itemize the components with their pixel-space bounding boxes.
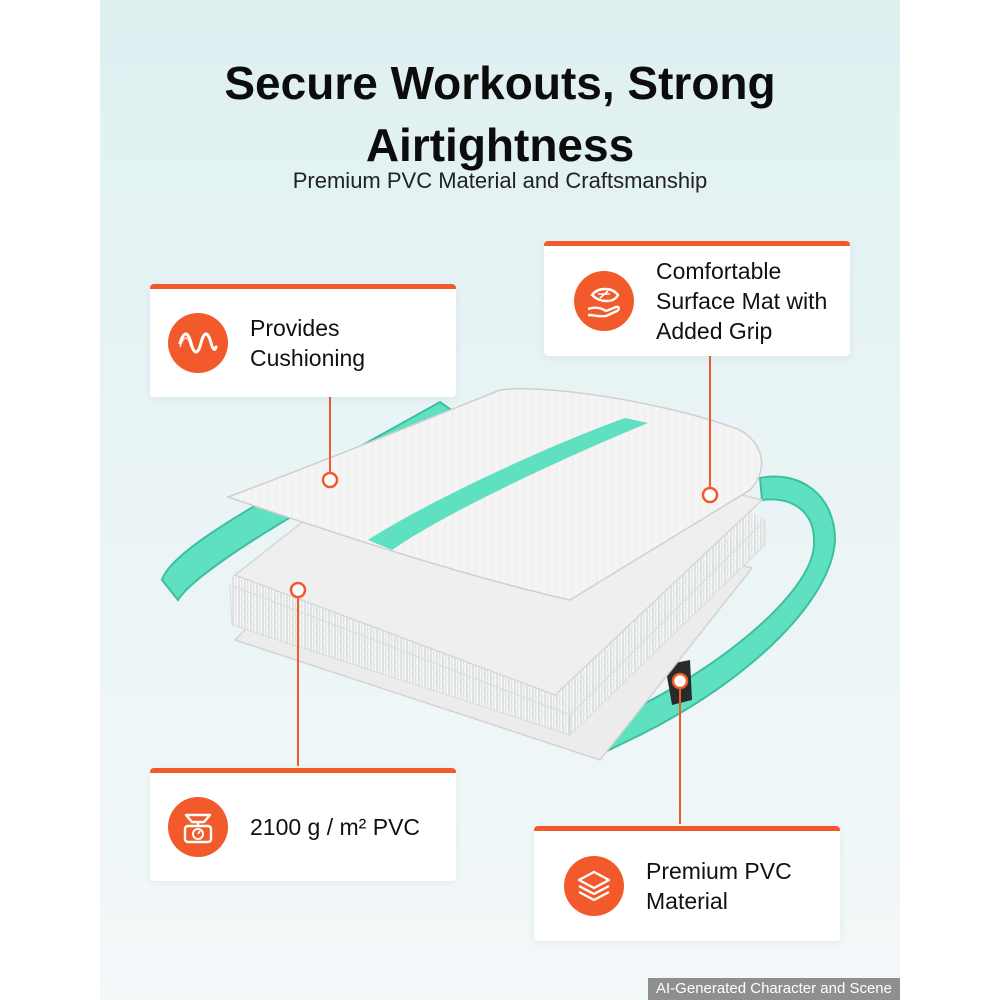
- mint-stripe: [368, 418, 648, 550]
- title-line-1: Secure Workouts, Strong: [224, 57, 776, 109]
- weighing-scale-icon: [168, 797, 228, 857]
- ai-generated-notice: AI-Generated Character and Scene: [648, 978, 900, 1000]
- hand-mat-grip-icon: [574, 271, 634, 331]
- top-surface-mat: [225, 388, 763, 601]
- product-panel: Secure Workouts, Strong Airtightness Pre…: [100, 0, 900, 1000]
- callout-label: 2100 g / m² PVC: [250, 814, 421, 840]
- callout-label: Premium PVC Material: [646, 858, 792, 914]
- wave-spring-icon: [168, 313, 228, 373]
- callout-pvc-weight: 2100 g / m² PVC: [150, 768, 456, 881]
- callout-label: Comfortable Surface Mat with Added Grip: [656, 258, 828, 344]
- callout-surface-grip: Comfortable Surface Mat with Added Grip: [544, 241, 850, 356]
- page-title: Secure Workouts, Strong Airtightness: [100, 52, 900, 176]
- title-line-2: Airtightness: [365, 119, 635, 171]
- callout-pvc-material: Premium PVC Material: [534, 826, 840, 941]
- callout-label: Provides Cushioning: [250, 315, 366, 371]
- callout-cushioning: Provides Cushioning: [150, 284, 456, 397]
- layers-stack-icon: [564, 856, 624, 916]
- page-subtitle: Premium PVC Material and Craftsmanship: [292, 168, 708, 193]
- air-mat-layers-illustration: [160, 353, 837, 824]
